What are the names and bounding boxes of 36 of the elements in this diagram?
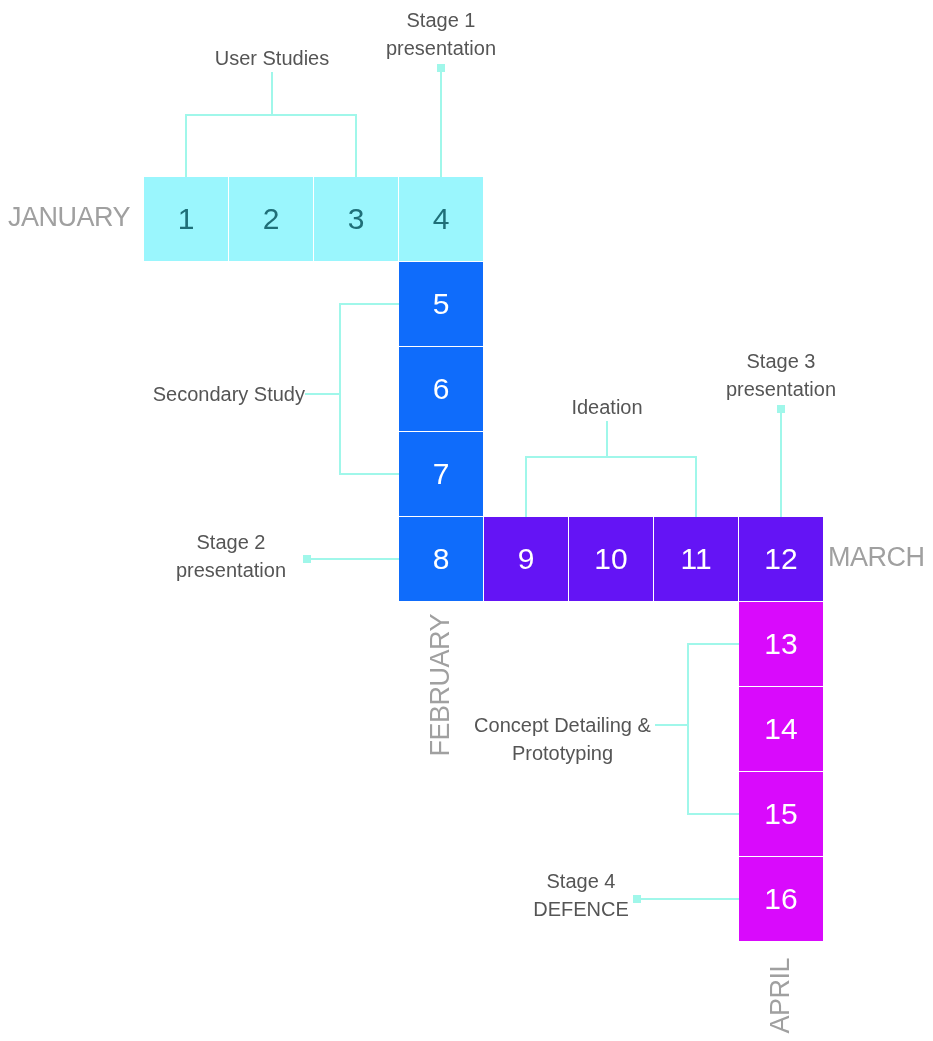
week-cell: 1 [144, 177, 228, 261]
week-cell: 6 [399, 347, 483, 431]
week-cell: 2 [229, 177, 313, 261]
milestone-label: Stage 3 presentation [711, 347, 851, 403]
leader-line [271, 71, 357, 178]
milestone-label: Stage 2 presentation [161, 528, 301, 584]
milestone-label: Stage 4 DEFENCE [531, 867, 631, 923]
phase-label: Secondary Study [130, 380, 305, 408]
leader-line [777, 405, 785, 518]
leader-line [654, 724, 740, 815]
week-cell: 16 [739, 857, 823, 941]
week-cell: 15 [739, 772, 823, 856]
week-cell: 11 [654, 517, 738, 601]
phase-label: User Studies [207, 44, 337, 72]
week-cell: 3 [314, 177, 398, 261]
week-cell: 14 [739, 687, 823, 771]
week-cell: 8 [399, 517, 483, 601]
week-cell: 13 [739, 602, 823, 686]
week-cell: 4 [399, 177, 483, 261]
leader-line [606, 420, 697, 518]
week-cell: 12 [739, 517, 823, 601]
milestone-label: Stage 1 presentation [371, 6, 511, 62]
week-cell: 10 [569, 517, 653, 601]
week-cell: 7 [399, 432, 483, 516]
week-cell: 5 [399, 262, 483, 346]
phase-label: Concept Detailing & Prototyping [470, 711, 655, 767]
month-label: JANUARY [8, 202, 131, 232]
leader-line [303, 555, 400, 563]
month-label: FEBRUARY [425, 614, 455, 757]
phase-label: Ideation [557, 393, 657, 421]
leader-line [304, 393, 400, 475]
week-cell: 9 [484, 517, 568, 601]
leader-line [633, 895, 740, 903]
leader-line [437, 64, 445, 178]
month-label: MARCH [828, 542, 925, 572]
month-label: APRIL [765, 958, 795, 1034]
